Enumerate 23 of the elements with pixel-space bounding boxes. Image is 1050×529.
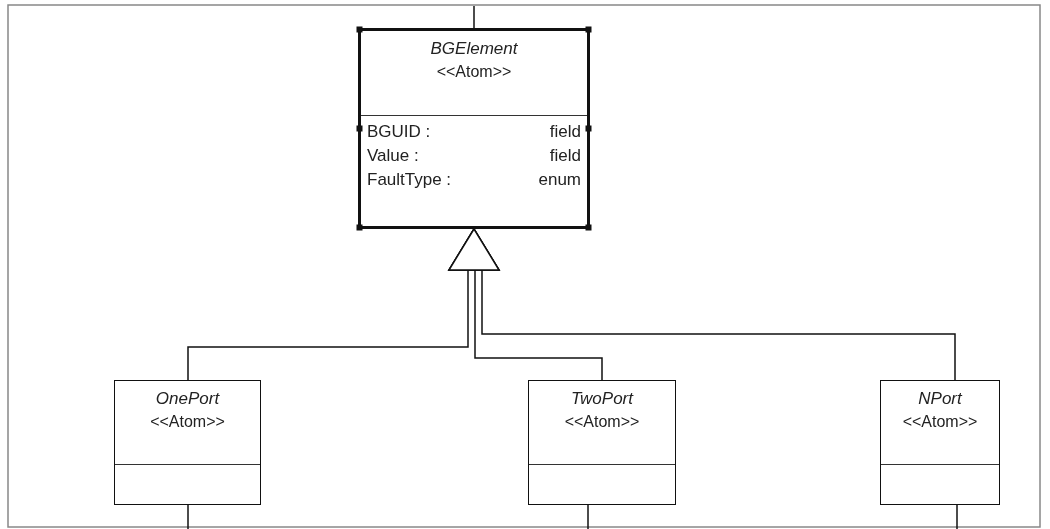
class-box (528, 380, 676, 505)
class-name: BGElement (430, 38, 518, 60)
class-box (114, 380, 261, 505)
class-name: OnePort (155, 388, 220, 410)
generalization-arrow (448, 228, 956, 381)
attribute-name: FaultType : (367, 169, 452, 191)
connector-line (587, 504, 589, 529)
attribute-name: BGUID : (367, 121, 432, 143)
attribute-type: field (548, 145, 581, 167)
stereotype-label: <<Atom>> (902, 412, 978, 432)
connector-line (473, 5, 475, 29)
stereotype-label: <<Atom>> (564, 412, 640, 432)
stereotype-label: <<Atom>> (436, 62, 512, 82)
class-box (358, 28, 590, 229)
stereotype-label: <<Atom>> (150, 412, 225, 432)
class-box (880, 380, 1000, 505)
attribute-type: enum (538, 169, 581, 191)
connector-line (187, 504, 189, 529)
attribute-type: field (548, 121, 581, 143)
class-name: NPort (918, 388, 962, 410)
attribute-name: Value : (367, 145, 420, 167)
connector-line (956, 504, 958, 529)
class-name: TwoPort (570, 388, 633, 410)
